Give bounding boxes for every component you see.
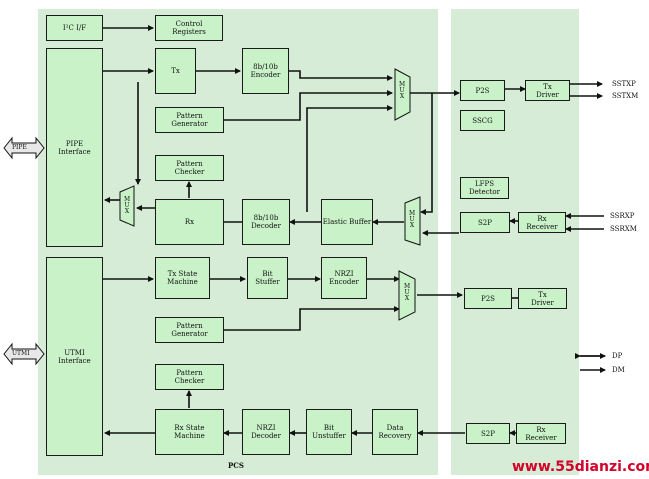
- pipe-label: PIPE: [12, 144, 27, 151]
- s2p-top-block: S2P: [460, 212, 510, 233]
- rx-receiver-top-block: Rx Receiver: [518, 212, 566, 233]
- pipe-interface-block: PIPE Interface: [46, 48, 103, 247]
- lfps-detector-block: LFPS Detector: [460, 177, 509, 199]
- ssrxp-label: SSRXP: [610, 212, 635, 220]
- data-recovery-block: Data Recovery: [372, 409, 418, 455]
- tx-block: Tx: [155, 48, 196, 94]
- mux-label-utmi: M U X: [404, 283, 411, 302]
- sstxm-label: SSTXM: [612, 92, 639, 100]
- mux-label-top: M U X: [399, 81, 406, 100]
- bit-stuffer-block: Bit Stuffer: [247, 257, 288, 299]
- mux-label-left: M U X: [124, 196, 131, 215]
- dm-label: DM: [612, 366, 625, 374]
- mux-label-rx: M U X: [409, 210, 416, 229]
- encoder-8b10b-block: 8b/10b Encoder: [242, 48, 289, 94]
- utmi-interface-block: UTMI Interface: [46, 257, 103, 456]
- sstxp-label: SSTXP: [612, 80, 636, 88]
- p2s-top-block: P2S: [460, 80, 505, 101]
- rx-receiver-bottom-block: Rx Receiver: [516, 423, 566, 444]
- tx-driver-bottom-block: Tx Driver: [518, 288, 567, 309]
- rx-state-machine-block: Rx State Machine: [155, 409, 224, 455]
- i2c-if-block: I²C I/F: [46, 15, 103, 41]
- elastic-buffer-block: Elastic Buffer: [321, 199, 373, 245]
- rx-block: Rx: [155, 199, 224, 245]
- site-watermark: www.55dianzi.com: [512, 459, 649, 475]
- nrzi-decoder-block: NRZI Decoder: [242, 409, 290, 455]
- s2p-bottom-block: S2P: [466, 423, 510, 444]
- dp-label: DP: [612, 352, 623, 360]
- tx-driver-top-block: Tx Driver: [525, 80, 570, 101]
- bit-unstuffer-block: Bit Unstuffer: [306, 409, 352, 455]
- pattern-checker-top-block: Pattern Checker: [155, 155, 224, 181]
- tx-state-machine-block: Tx State Machine: [155, 257, 210, 299]
- pattern-generator-bottom-block: Pattern Generator: [155, 317, 224, 343]
- ssrxm-label: SSRXM: [610, 225, 637, 233]
- nrzi-encoder-block: NRZI Encoder: [321, 257, 367, 299]
- decoder-8b10b-block: 8b/10b Decoder: [242, 199, 290, 245]
- control-registers-block: Control Registers: [155, 15, 223, 41]
- utmi-label: UTMI: [12, 350, 30, 357]
- sscg-block: SSCG: [460, 110, 505, 131]
- pattern-checker-bottom-block: Pattern Checker: [155, 364, 224, 390]
- p2s-bottom-block: P2S: [464, 288, 512, 309]
- pcs-label: PCS: [228, 461, 244, 470]
- pattern-generator-top-block: Pattern Generator: [155, 107, 224, 133]
